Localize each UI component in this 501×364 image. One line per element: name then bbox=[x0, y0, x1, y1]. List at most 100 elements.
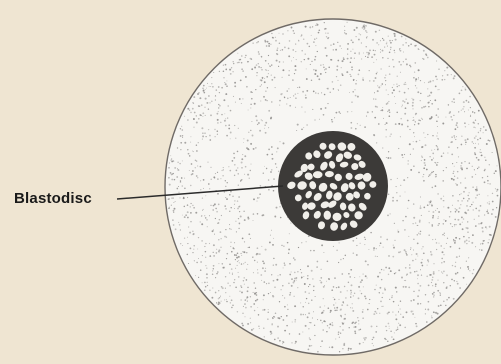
stipple-dot bbox=[382, 83, 384, 85]
stipple-dot bbox=[356, 245, 357, 246]
stipple-dot bbox=[276, 60, 278, 62]
stipple-dot bbox=[462, 222, 463, 223]
stipple-dot bbox=[420, 207, 422, 209]
stipple-dot bbox=[423, 58, 425, 60]
stipple-dot bbox=[206, 88, 207, 89]
stipple-dot bbox=[326, 331, 327, 332]
stipple-dot bbox=[454, 219, 456, 221]
stipple-dot bbox=[443, 301, 445, 303]
stipple-dot bbox=[268, 55, 269, 56]
stipple-dot bbox=[212, 273, 214, 275]
stipple-dot bbox=[410, 169, 412, 171]
stipple-dot bbox=[445, 305, 446, 306]
stipple-dot bbox=[331, 119, 332, 120]
stipple-dot bbox=[364, 26, 366, 28]
stipple-dot bbox=[325, 321, 326, 322]
stipple-dot bbox=[243, 211, 244, 212]
stipple-dot bbox=[229, 224, 230, 225]
stipple-dot bbox=[244, 304, 245, 305]
stipple-dot bbox=[436, 145, 437, 146]
stipple-dot bbox=[377, 72, 378, 73]
stipple-dot bbox=[296, 280, 297, 281]
stipple-dot bbox=[352, 42, 354, 44]
stipple-dot bbox=[257, 124, 258, 125]
stipple-dot bbox=[413, 299, 415, 301]
stipple-dot bbox=[275, 87, 276, 88]
stipple-dot bbox=[238, 196, 240, 198]
stipple-dot bbox=[317, 261, 319, 263]
stipple-dot bbox=[464, 241, 465, 242]
stipple-dot bbox=[202, 112, 204, 114]
stipple-dot bbox=[457, 177, 459, 179]
stipple-dot bbox=[235, 268, 236, 269]
stipple-dot bbox=[205, 89, 206, 90]
stipple-dot bbox=[252, 135, 254, 137]
stipple-dot bbox=[224, 113, 225, 114]
stipple-dot bbox=[430, 251, 431, 252]
stipple-dot bbox=[264, 336, 265, 337]
stipple-dot bbox=[263, 262, 265, 264]
stipple-dot bbox=[229, 296, 230, 297]
stipple-dot bbox=[192, 252, 193, 253]
stipple-dot bbox=[457, 171, 459, 173]
stipple-dot bbox=[232, 274, 233, 275]
stipple-dot bbox=[226, 258, 227, 259]
stipple-dot bbox=[215, 99, 216, 100]
stipple-dot bbox=[227, 182, 228, 183]
stipple-dot bbox=[220, 122, 222, 124]
stipple-dot bbox=[446, 274, 448, 276]
stipple-dot bbox=[271, 79, 273, 81]
stipple-dot bbox=[180, 142, 182, 144]
stipple-dot bbox=[408, 236, 409, 237]
stipple-dot bbox=[303, 314, 305, 316]
stipple-dot bbox=[265, 91, 266, 92]
stipple-dot bbox=[360, 290, 361, 291]
stipple-dot bbox=[184, 206, 186, 208]
stipple-dot bbox=[268, 73, 269, 74]
stipple-dot bbox=[194, 260, 195, 261]
stipple-dot bbox=[442, 234, 443, 235]
stipple-dot bbox=[340, 291, 342, 293]
stipple-dot bbox=[282, 295, 283, 296]
stipple-dot bbox=[338, 262, 339, 263]
stipple-dot bbox=[400, 308, 401, 309]
stipple-dot bbox=[383, 39, 384, 40]
stipple-dot bbox=[390, 270, 392, 272]
stipple-dot bbox=[221, 114, 222, 115]
stipple-dot bbox=[203, 188, 204, 189]
stipple-dot bbox=[215, 173, 216, 174]
stipple-dot bbox=[251, 68, 253, 70]
stipple-dot bbox=[271, 230, 272, 231]
stipple-dot bbox=[376, 59, 377, 60]
stipple-dot bbox=[275, 37, 276, 38]
stipple-dot bbox=[455, 224, 456, 225]
stipple-dot bbox=[200, 180, 201, 181]
stipple-dot bbox=[396, 329, 398, 331]
stipple-dot bbox=[435, 285, 436, 286]
stipple-dot bbox=[426, 275, 428, 277]
stipple-dot bbox=[293, 33, 294, 34]
stipple-dot bbox=[468, 101, 470, 103]
stipple-dot bbox=[452, 195, 454, 197]
stipple-dot bbox=[188, 226, 189, 227]
stipple-dot bbox=[367, 111, 369, 113]
stipple-dot bbox=[255, 89, 256, 90]
stipple-dot bbox=[456, 136, 457, 137]
stipple-dot bbox=[187, 243, 188, 244]
stipple-dot bbox=[207, 285, 208, 286]
stipple-dot bbox=[479, 152, 480, 153]
stipple-dot bbox=[327, 325, 328, 326]
stipple-dot bbox=[413, 223, 414, 224]
stipple-dot bbox=[207, 83, 208, 84]
stipple-dot bbox=[263, 299, 264, 300]
stipple-dot bbox=[181, 126, 182, 127]
stipple-dot bbox=[298, 40, 299, 41]
stipple-dot bbox=[448, 104, 449, 105]
stipple-dot bbox=[454, 75, 456, 77]
stipple-dot bbox=[250, 164, 251, 165]
stipple-dot bbox=[465, 89, 467, 91]
stipple-dot bbox=[429, 156, 430, 157]
stipple-dot bbox=[312, 26, 313, 27]
stipple-dot bbox=[413, 291, 414, 292]
stipple-dot bbox=[195, 160, 196, 161]
